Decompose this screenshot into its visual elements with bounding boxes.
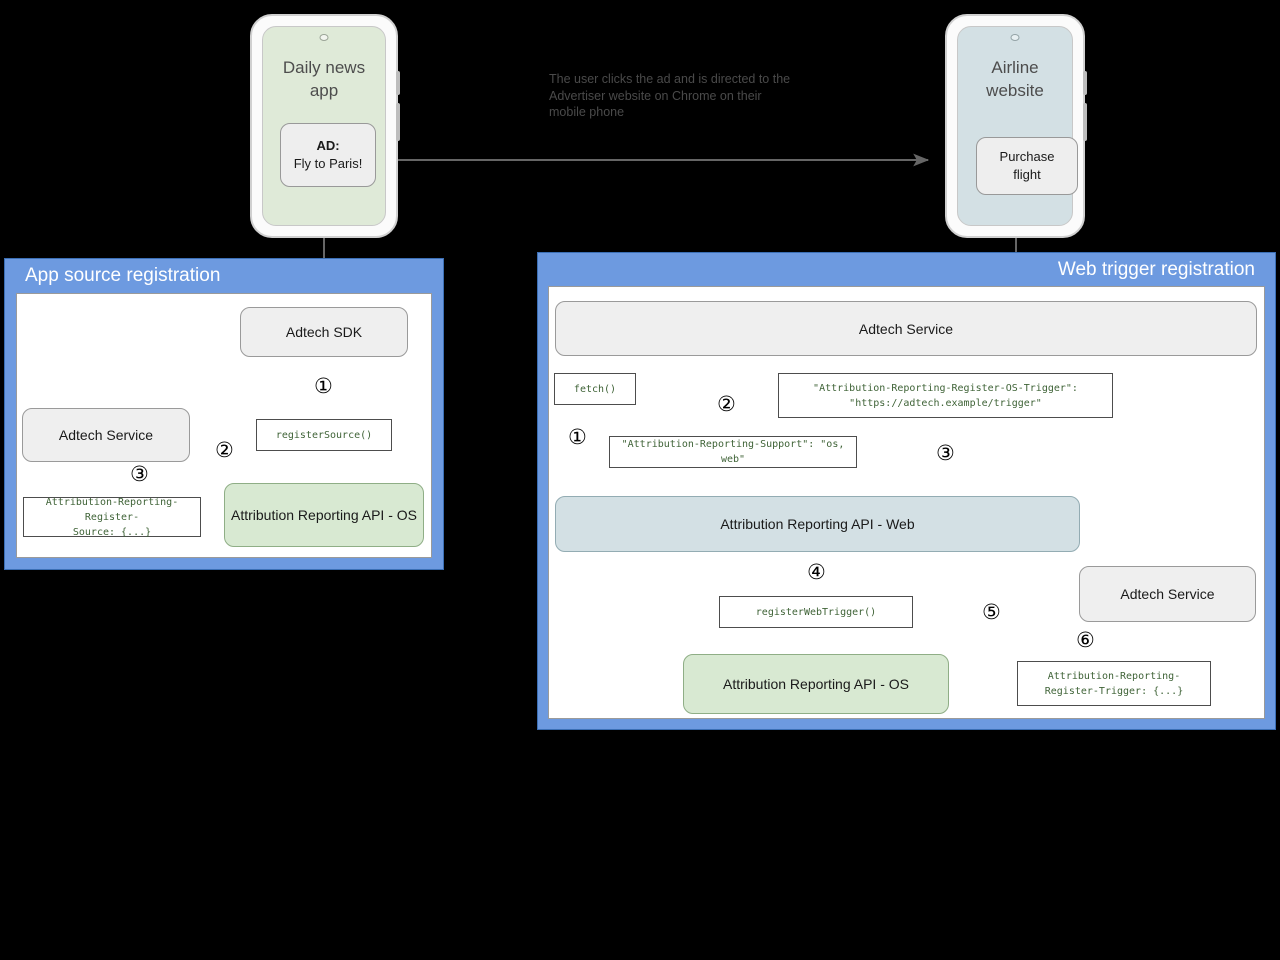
ad-card[interactable]: AD: Fly to Paris! <box>280 123 376 187</box>
step-marker-1-right: ① <box>568 425 587 449</box>
phone-screen-right: Airline website Purchase flight <box>957 26 1078 226</box>
node-label: Adtech SDK <box>285 324 363 340</box>
step-marker-4-right: ④ <box>807 560 826 584</box>
node-attribution-reporting-api-os-right[interactable]: Attribution Reporting API - OS <box>683 654 949 714</box>
node-adtech-sdk[interactable]: Adtech SDK <box>240 307 408 357</box>
code-attribution-reporting-support: "Attribution-Reporting-Support": "os, we… <box>609 436 857 468</box>
node-label: Attribution Reporting API - OS <box>723 676 909 692</box>
panel-title-web-trigger-registration: Web trigger registration <box>1057 259 1255 280</box>
node-adtech-service-web-top[interactable]: Adtech Service <box>555 301 1257 356</box>
code-attribution-reporting-register-os-trigger: "Attribution-Reporting-Register-OS-Trigg… <box>778 373 1113 418</box>
code-fetch: fetch() <box>554 373 636 405</box>
code-text: fetch() <box>573 383 617 395</box>
code-text: registerSource() <box>275 429 373 441</box>
code-text: Attribution-Reporting- Register-Trigger:… <box>1044 670 1184 697</box>
node-attribution-reporting-api-os-left[interactable]: Attribution Reporting API - OS <box>224 483 424 547</box>
node-label: Adtech Service <box>58 427 154 443</box>
code-text: "Attribution-Reporting-Register-OS-Trigg… <box>813 382 1078 409</box>
phone-daily-news-app: Daily news app AD: Fly to Paris! <box>250 14 400 238</box>
step-marker-1-left: ① <box>314 374 333 398</box>
code-register-source: registerSource() <box>256 419 392 451</box>
ad-card-text: Fly to Paris! <box>293 156 363 171</box>
code-register-web-trigger: registerWebTrigger() <box>719 596 913 628</box>
purchase-flight-text: Purchase flight <box>999 148 1055 182</box>
purchase-flight-card[interactable]: Purchase flight <box>976 137 1078 195</box>
code-text: "Attribution-Reporting-Support": "os, we… <box>621 439 845 465</box>
phone-airline-website: Airline website Purchase flight <box>945 14 1087 238</box>
phone-side-button-upper-left <box>396 71 400 95</box>
step-marker-3-left: ③ <box>130 462 149 486</box>
code-text: registerWebTrigger() <box>755 606 877 618</box>
code-attribution-reporting-register-source: Attribution-Reporting-Register- Source: … <box>23 496 201 538</box>
phone-side-button-lower-left <box>396 103 400 141</box>
step-marker-6-right: ⑥ <box>1076 628 1095 652</box>
panel-title-app-source-registration: App source registration <box>25 265 221 286</box>
node-adtech-service-left[interactable]: Adtech Service <box>22 408 190 462</box>
step-marker-3-right: ③ <box>936 441 955 465</box>
step-marker-2-right: ② <box>717 392 736 416</box>
node-label: Attribution Reporting API - Web <box>720 516 915 532</box>
phone-title-right: Airline website <box>986 58 1044 100</box>
step-marker-5-right: ⑤ <box>982 600 1001 624</box>
code-attribution-reporting-register-trigger: Attribution-Reporting- Register-Trigger:… <box>1017 661 1211 706</box>
code-text: Attribution-Reporting-Register- Source: … <box>45 496 179 538</box>
camera-notch-icon <box>319 34 329 41</box>
node-label: Attribution Reporting API - OS <box>231 507 417 523</box>
node-label: Adtech Service <box>858 320 954 337</box>
phone-side-button-upper-right <box>1083 71 1087 95</box>
step-marker-2-left: ② <box>215 438 234 462</box>
phone-side-button-lower-right <box>1083 103 1087 141</box>
node-adtech-service-web-bottom[interactable]: Adtech Service <box>1079 566 1256 622</box>
flow-annotation: The user clicks the ad and is directed t… <box>549 72 791 120</box>
phone-title-left: Daily news app <box>282 58 366 100</box>
ad-card-label: AD: <box>316 137 340 153</box>
phone-screen-left: Daily news app AD: Fly to Paris! <box>262 26 386 226</box>
node-attribution-reporting-api-web[interactable]: Attribution Reporting API - Web <box>555 496 1080 552</box>
camera-notch-icon <box>1010 34 1020 41</box>
node-label: Adtech Service <box>1120 586 1215 602</box>
